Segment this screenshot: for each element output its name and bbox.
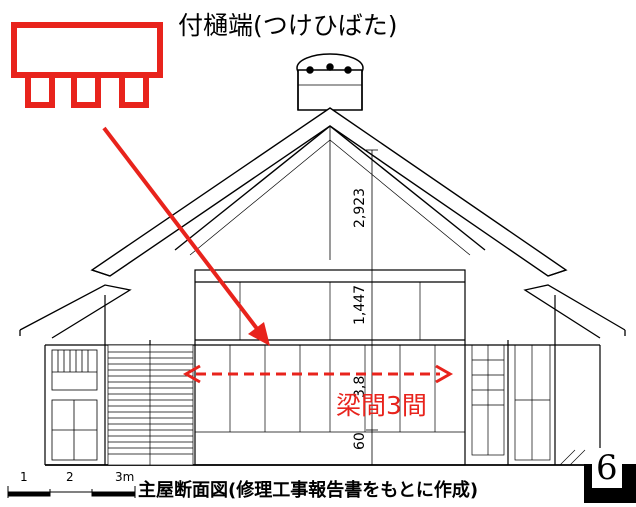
dimension-middle: 1,447 xyxy=(352,285,368,325)
gutter-end-icon xyxy=(11,22,163,108)
figure-caption: 主屋断面図(修理工事報告書をもとに作成) xyxy=(138,480,479,501)
building-frame xyxy=(44,269,615,466)
left-lattice xyxy=(51,349,98,461)
ground-hatch xyxy=(559,449,586,466)
lower-eaves xyxy=(19,284,626,339)
left-screen xyxy=(107,344,194,466)
dimension-upper: 2,923 xyxy=(352,188,368,228)
dimension-line xyxy=(366,149,378,465)
main-roof xyxy=(90,107,568,277)
scale-mark-3: 3m xyxy=(115,470,135,484)
leader-arrow xyxy=(102,126,270,346)
ridge-ornament xyxy=(296,53,364,111)
dimension-base: 60 xyxy=(352,432,368,450)
page-number: 6 xyxy=(592,448,622,488)
diagram-title: 付樋端(つけひばた) xyxy=(178,11,398,40)
span-arrow xyxy=(182,364,454,384)
dimension-lower: 3,8 xyxy=(352,376,368,398)
scale-mark-2: 2 xyxy=(66,470,74,484)
scale-mark-1: 1 xyxy=(20,470,28,484)
span-label: 梁間3間 xyxy=(336,391,427,420)
scale-bar xyxy=(7,486,136,498)
right-shoji xyxy=(471,344,551,461)
